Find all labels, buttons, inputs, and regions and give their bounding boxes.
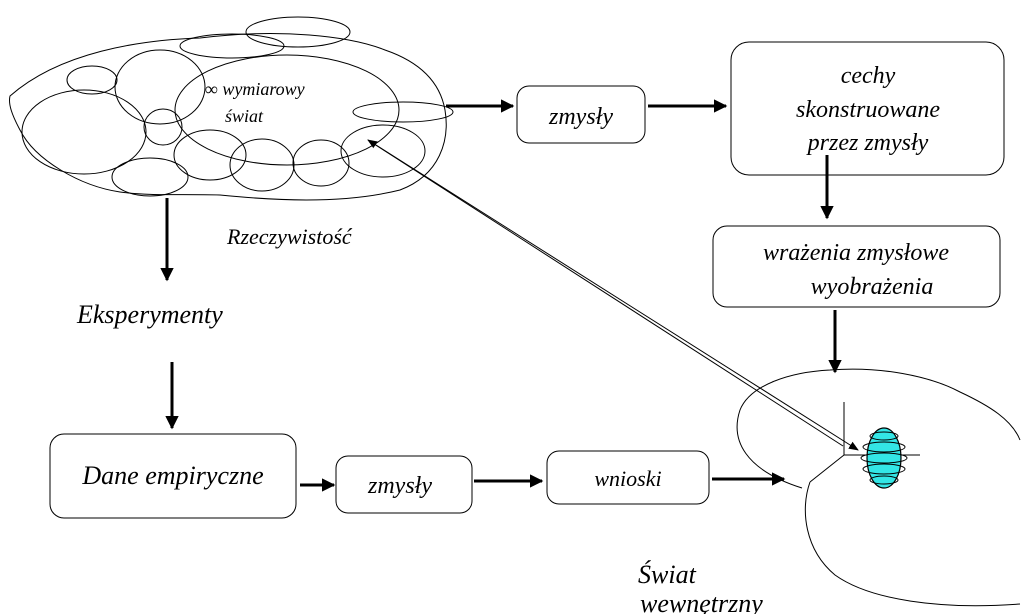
inner-world-caption-line1: Świat [638,560,697,589]
senses-box-bottom-label: zmysły [367,473,432,499]
reality-caption: Rzeczywistość [226,224,353,249]
bubble [229,138,295,192]
bubble [114,49,206,125]
arrow-reality-to-brain [367,139,859,451]
empirical-data-label: Dane empiryczne [81,461,263,490]
impressions-line2: wyobrażenia [811,274,934,300]
mind-core-icon [866,427,902,489]
inner-world-brain [736,368,1021,607]
bubble [179,33,285,59]
bubble [174,54,400,166]
bubble [173,129,247,181]
mind-core-ring [869,431,899,441]
experiments-label: Eksperymenty [76,300,223,329]
reality-bubbles [21,16,454,197]
brain-connector [809,454,845,483]
arrow-brain-to-reality [367,139,844,447]
senses-box-top-label: zmysły [548,104,613,130]
constructed-features-line1: cechy [841,63,896,89]
bubble [292,139,350,187]
constructed-features-line2: skonstruowane [796,97,940,123]
mind-core-ring [860,452,908,464]
impressions-line1: wrażenia zmysłowe [763,240,949,266]
brain-lower-lobe [804,481,1021,607]
arrows [160,99,859,492]
constructed-features-box [730,41,1005,176]
reality-inner-line2: świat [225,106,264,126]
mind-core-ring [862,463,906,475]
senses-box-top [516,85,646,144]
mind-core-ring [869,475,899,485]
bubble [66,65,118,95]
bubble [352,101,454,123]
reality-cloud-outline [9,33,447,201]
bubble [245,16,351,48]
constructed-features-line3: przez zmysły [806,130,929,156]
bubble [21,89,147,175]
conclusions-label: wnioski [594,466,661,491]
bubble [111,157,189,197]
reality-inner-line1: ∞ wymiarowy [205,79,305,99]
mind-core-ring [862,441,906,453]
impressions-box [712,225,1001,308]
mind-core-rings [860,431,908,485]
inner-world-caption-line2: wewnętrzny [640,589,763,614]
empirical-data-box [49,433,297,519]
senses-box-bottom [335,455,473,514]
bubble [143,108,183,146]
bubble [340,124,426,178]
reality-cloud: ∞ wymiarowy świat [9,16,454,201]
conclusions-box [546,450,710,505]
